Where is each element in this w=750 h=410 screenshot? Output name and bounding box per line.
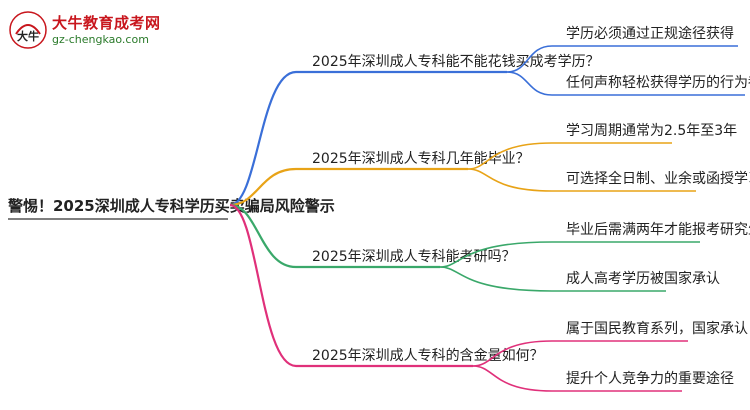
leaf-connector-4-1	[472, 340, 688, 367]
site-logo[interactable]: 大牛 大牛教育成考网 gz-chengkao.com	[8, 8, 168, 52]
leaf-connector-3-1	[439, 241, 700, 268]
branch-connector-4	[229, 203, 473, 368]
leaf-connector-4-2	[472, 365, 682, 392]
branch-connector-1	[229, 70, 507, 207]
leaf-connector-1-1	[506, 45, 738, 73]
branch-connector-3	[229, 203, 440, 269]
branch-connector-2	[229, 167, 468, 207]
leaf-label-2-1: 学习周期通常为2.5年至3年	[566, 123, 737, 139]
root-topic: 警惕！2025深圳成人专科学历买卖骗局风险警示	[7, 197, 335, 215]
logo-url: gz-chengkao.com	[52, 33, 149, 46]
branch-label-2: 2025年深圳成人专科几年能毕业？	[312, 151, 530, 167]
leaf-connector-3-2	[439, 266, 666, 292]
leaf-label-2-2: 可选择全日制、业余或函授学习方式	[566, 170, 750, 187]
leaf-label-3-1: 毕业后需满两年才能报考研究生	[566, 222, 750, 238]
logo-mark-text: 大牛	[17, 29, 39, 43]
leaf-label-1-1: 学历必须通过正规途径获得	[566, 25, 734, 42]
leaf-connector-1-2	[506, 71, 745, 96]
branch-label-3: 2025年深圳成人专科能考研吗？	[312, 249, 516, 265]
leaf-connector-2-1	[467, 142, 672, 170]
branch-label-1: 2025年深圳成人专科能不能花钱买成考学历？	[312, 54, 600, 70]
logo-mark-icon: 大牛	[9, 11, 47, 49]
branch-label-4: 2025年深圳成人专科的含金量如何？	[312, 348, 544, 364]
leaf-connector-2-2	[467, 168, 696, 192]
leaf-label-3-2: 成人高考学历被国家承认	[566, 270, 720, 287]
leaf-label-1-2: 任何声称轻松获得学历的行为都是诈骗	[566, 74, 750, 91]
logo-name: 大牛教育成考网	[52, 14, 161, 32]
leaf-label-4-1: 属于国民教育系列，国家承认	[566, 320, 748, 337]
leaf-label-4-2: 提升个人竞争力的重要途径	[566, 370, 734, 387]
